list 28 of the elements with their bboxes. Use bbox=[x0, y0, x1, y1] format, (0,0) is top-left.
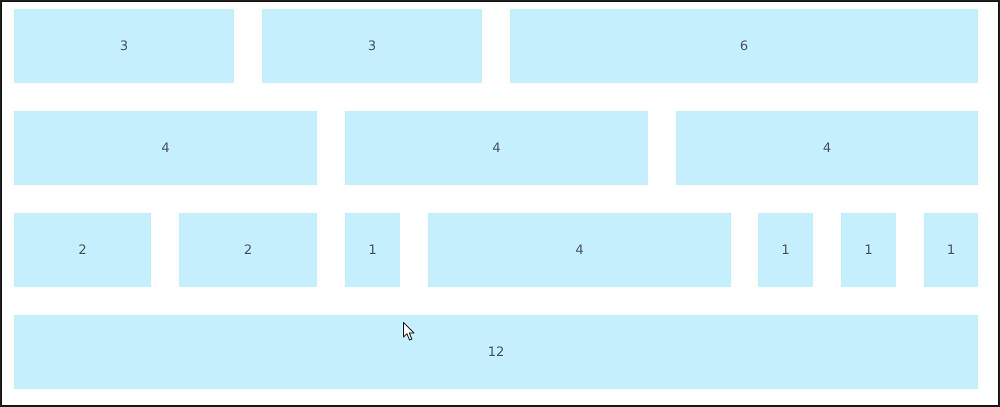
column-count: 2 bbox=[244, 242, 252, 258]
column-count: 3 bbox=[120, 38, 128, 54]
column-count: 4 bbox=[161, 140, 170, 156]
grid-column-box bbox=[676, 111, 978, 185]
column-count: 6 bbox=[740, 38, 748, 54]
grid-column-box bbox=[14, 213, 151, 287]
grid-column-box bbox=[345, 111, 648, 185]
grid-column-box bbox=[428, 213, 731, 287]
column-count: 4 bbox=[575, 242, 584, 258]
grid-column-box bbox=[14, 9, 234, 83]
column-count: 1 bbox=[864, 242, 873, 258]
grid-column-box bbox=[14, 111, 317, 185]
grid-column-box bbox=[14, 315, 978, 389]
column-count: 1 bbox=[781, 242, 790, 258]
grid-column-box bbox=[841, 213, 896, 287]
column-count: 1 bbox=[368, 242, 377, 258]
column-count: 1 bbox=[946, 242, 956, 258]
column-count: 12 bbox=[488, 344, 504, 360]
grid-column-box bbox=[179, 213, 317, 287]
grid-column-box bbox=[510, 9, 978, 83]
column-count: 2 bbox=[78, 242, 87, 258]
column-count: 4 bbox=[492, 140, 501, 156]
grid-column-box bbox=[345, 213, 400, 287]
column-count: 3 bbox=[368, 38, 376, 54]
grid-column-box bbox=[924, 213, 978, 287]
grid-column-box bbox=[262, 9, 482, 83]
grid-column-box bbox=[758, 213, 813, 287]
column-count: 4 bbox=[822, 140, 832, 156]
